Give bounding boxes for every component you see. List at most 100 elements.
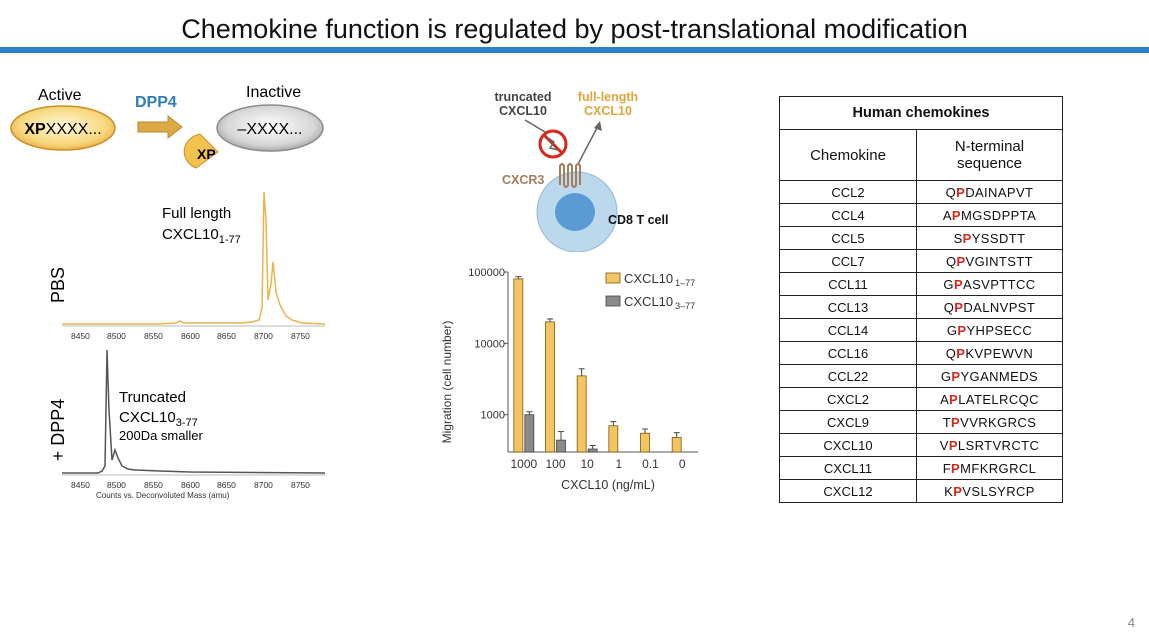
- chemokine-name-cell: CCL13: [779, 295, 917, 319]
- chemokine-name-cell: CXCL12: [779, 479, 917, 503]
- legend-swatch-full-length: [605, 272, 621, 284]
- blocked-binding-icon: [538, 129, 568, 159]
- bar: [556, 439, 566, 453]
- x-tick-label: 1: [615, 457, 622, 471]
- cd8-t-cell-label: CD8 T cell: [608, 213, 668, 227]
- bar: [576, 375, 587, 453]
- dpp4-tick-2: 8500: [107, 480, 126, 490]
- dpp4-peak-label: Truncated: [119, 389, 186, 406]
- pbs-tick-2: 8500: [107, 331, 126, 341]
- y-tick-label: 100000: [468, 267, 505, 279]
- proline-residue: P: [948, 437, 958, 453]
- pbs-spectrum-trace: [62, 191, 326, 325]
- dpp4-tick-4: 8600: [181, 480, 200, 490]
- proline-residue: P: [949, 391, 959, 407]
- title-divider: [0, 47, 1149, 53]
- x-tick-label: 0: [679, 457, 686, 471]
- mass-spectra-panel: PBS Full length CXCL101-77 8450 8500 855…: [48, 191, 326, 500]
- slide-title: Chemokine function is regulated by post-…: [181, 14, 968, 44]
- pbs-peak-species: CXCL101-77: [162, 226, 241, 246]
- bar: [524, 414, 535, 453]
- chemokine-name-cell: CCL11: [779, 272, 917, 296]
- chemokine-name-cell: CCL4: [779, 203, 917, 227]
- migration-bar-chart: Migration (cell number) CXCL10 (ng/mL) C…: [440, 267, 698, 492]
- n-terminal-sequence-cell: TPVVRKGRCS: [916, 410, 1063, 434]
- pbs-row-label: PBS: [48, 267, 68, 303]
- chemokine-name-cell: CXCL10: [779, 433, 917, 457]
- pbs-tick-6: 8700: [254, 331, 273, 341]
- slide-number: 4: [1127, 615, 1135, 630]
- y-tick-label: 10000: [474, 338, 505, 350]
- pbs-x-ticks: 8450 8500 8550 8600 8650 8700 8750: [71, 331, 310, 341]
- pbs-peak-label: Full length: [162, 205, 231, 222]
- cxcr3-receptor-icon: [559, 163, 581, 188]
- active-chemokine-shape: [10, 105, 116, 151]
- inactive-label: Inactive: [246, 84, 301, 101]
- x-tick-label: 1000: [510, 457, 537, 471]
- bar: [608, 425, 619, 453]
- chemokine-name-cell: CCL2: [779, 180, 917, 204]
- full-length-cxcl10-label-line2: CXCL10: [584, 104, 632, 118]
- n-terminal-sequence-cell: FPMFKRGRCL: [916, 456, 1063, 480]
- n-terminal-sequence-cell: GPASVPTTCC: [916, 272, 1063, 296]
- dpp4-spectrum-trace: [62, 349, 326, 474]
- n-terminal-sequence-cell: QPDAINAPVT: [916, 180, 1063, 204]
- proline-residue: P: [953, 276, 964, 292]
- cxcr3-label: CXCR3: [502, 173, 544, 187]
- y-axis-label: Migration (cell number): [440, 321, 454, 444]
- n-terminal-sequence-cell: QPVGINTSTT: [916, 249, 1063, 273]
- dpp4-tick-5: 8650: [217, 480, 236, 490]
- inactive-sequence: –XXXX...: [238, 121, 303, 138]
- dpp4-enzyme-label: DPP4: [135, 94, 177, 111]
- proline-residue: P: [956, 253, 966, 269]
- x-tick-label: 10: [580, 457, 594, 471]
- dpp4-cleavage-schematic: Active XPXXXX... DPP4 XP Inactive –XXXX.…: [10, 84, 324, 169]
- n-terminal-sequence-cell: SPYSSDTT: [916, 226, 1063, 250]
- cell-nucleus: [555, 193, 595, 231]
- cleaved-fragment-shape: [183, 133, 219, 169]
- n-terminal-sequence-cell: GPYGANMEDS: [916, 364, 1063, 388]
- chemokine-name-cell: CCL16: [779, 341, 917, 365]
- chemokine-name-cell: CCL14: [779, 318, 917, 342]
- pbs-tick-4: 8600: [181, 331, 200, 341]
- n-terminal-sequence-cell: VPLSRTVRCTC: [916, 433, 1063, 457]
- proline-residue: P: [956, 345, 966, 361]
- proline-residue: P: [957, 322, 967, 338]
- bar: [671, 437, 682, 453]
- proline-residue: P: [962, 230, 972, 246]
- proline-residue: P: [951, 460, 961, 476]
- column-header-chemokine: Chemokine: [779, 129, 917, 181]
- bar: [545, 321, 555, 453]
- y-tick-label: 1000: [481, 410, 505, 422]
- pbs-tick-1: 8450: [71, 331, 90, 341]
- dpp4-peak-species: CXCL103-77: [119, 409, 198, 429]
- n-terminal-sequence-cell: APLATELRCQC: [916, 387, 1063, 411]
- active-label: Active: [38, 87, 82, 104]
- bar: [640, 432, 650, 453]
- chemokine-name-cell: CCL7: [779, 249, 917, 273]
- cxcr3-cell-diagram: truncated CXCL10 full-length CXCL10 CXCR…: [495, 90, 668, 252]
- table-title: Human chemokines: [779, 96, 1063, 130]
- truncated-cxcl10-label-line2: CXCL10: [499, 104, 547, 118]
- cleaved-fragment-label: XP: [197, 146, 216, 162]
- dpp4-tick-7: 8750: [291, 480, 310, 490]
- chemokine-name-cell: CXCL11: [779, 456, 917, 480]
- n-terminal-sequence-cell: APMGSDPPTA: [916, 203, 1063, 227]
- dpp4-tick-3: 8550: [144, 480, 163, 490]
